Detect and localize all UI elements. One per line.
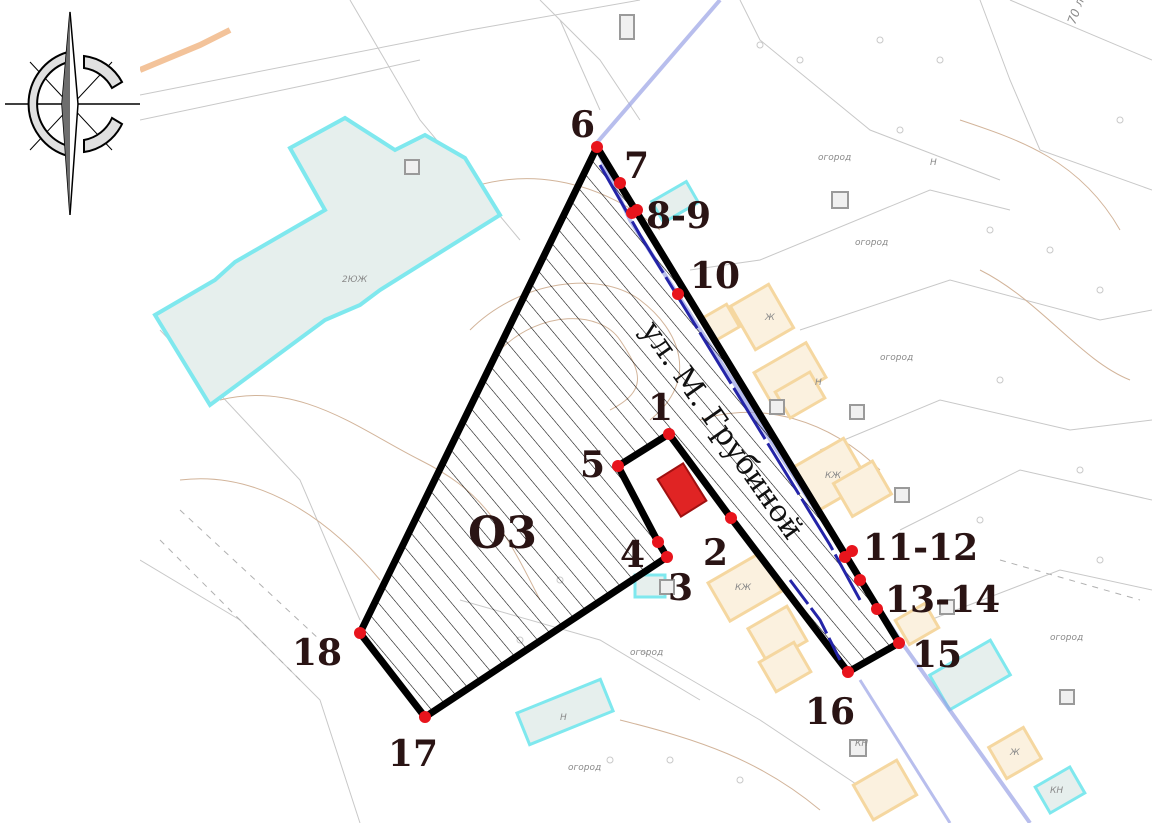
boundary-point-4[interactable] <box>652 536 664 548</box>
map-label: Ж <box>764 313 775 323</box>
map-label: КН <box>855 739 868 749</box>
boundary-points <box>354 141 905 723</box>
boundary-point-9[interactable] <box>631 204 643 216</box>
compass-icon <box>5 11 140 216</box>
point-label-18: 18 <box>292 632 342 674</box>
road-line <box>598 164 862 601</box>
point-label-16: 16 <box>805 691 855 733</box>
boundary-point-2[interactable] <box>725 512 737 524</box>
map-label: Н <box>930 158 937 168</box>
zone-label: О3 <box>468 508 537 559</box>
boundary-point-1[interactable] <box>663 428 675 440</box>
point-label-3: 3 <box>668 567 693 609</box>
map-label: огород <box>568 763 601 773</box>
object-marker <box>656 462 708 518</box>
map-label: КЖ <box>825 471 841 481</box>
building-large <box>152 115 503 408</box>
boundary-point-17[interactable] <box>419 711 431 723</box>
point-label-5: 5 <box>580 444 605 486</box>
map-label: огород <box>855 238 888 248</box>
boundary-point-6[interactable] <box>591 141 603 153</box>
boundary-point-14[interactable] <box>871 603 883 615</box>
point-label-1: 1 <box>648 387 673 429</box>
boundary-point-18[interactable] <box>354 627 366 639</box>
point-label-13-14: 13-14 <box>885 579 1000 621</box>
point-label-2: 2 <box>703 532 728 574</box>
boundary-point-7[interactable] <box>614 177 626 189</box>
boundary-point-10[interactable] <box>672 288 684 300</box>
point-label-10: 10 <box>690 255 740 297</box>
point-label-15: 15 <box>912 634 962 676</box>
map-label: Ж <box>1009 748 1020 758</box>
map-label: огород <box>1050 633 1083 643</box>
boundary-point-15[interactable] <box>893 637 905 649</box>
map-label: Н <box>815 378 822 388</box>
point-label-4: 4 <box>620 534 645 576</box>
point-label-11-12: 11-12 <box>863 527 978 569</box>
map-label: огород <box>880 353 913 363</box>
point-label-6: 6 <box>570 104 595 146</box>
map-label: огород <box>630 648 663 658</box>
map-label: Н <box>560 713 567 723</box>
point-label-8-9: 8-9 <box>646 195 711 237</box>
map-label: КН <box>1050 786 1063 796</box>
point-label-7: 7 <box>624 145 649 187</box>
boundary-point-3[interactable] <box>661 551 673 563</box>
point-label-17: 17 <box>388 733 438 775</box>
map-label: КЖ <box>735 583 751 593</box>
boundary-point-12[interactable] <box>846 545 858 557</box>
map-label: огород <box>818 153 851 163</box>
boundary-point-13[interactable] <box>854 574 866 586</box>
map-label: 2ЮЖ <box>342 275 367 285</box>
boundary-point-16[interactable] <box>842 666 854 678</box>
boundary-point-5[interactable] <box>612 460 624 472</box>
